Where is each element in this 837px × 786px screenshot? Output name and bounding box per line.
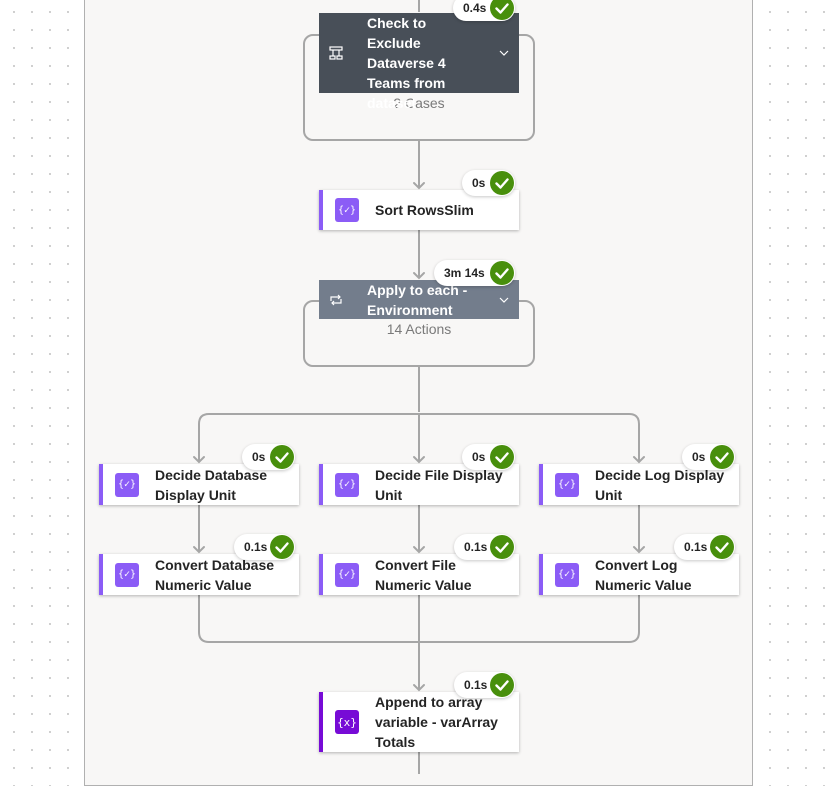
duration-label: 0s	[472, 450, 486, 464]
condition-icon	[329, 46, 343, 60]
convert-log-card[interactable]: {✓} Convert Log Numeric Value	[539, 554, 739, 595]
decide-database-card[interactable]: {✓} Decide Database Display Unit	[99, 464, 299, 505]
status-badge: 0s	[462, 170, 515, 196]
chevron-down-icon[interactable]	[497, 293, 511, 307]
status-badge: 3m 14s	[434, 260, 515, 286]
action-title: Convert File Numeric Value	[375, 556, 472, 593]
check-circle-icon	[710, 445, 734, 469]
check-circle-icon	[710, 535, 734, 559]
action-title: Sort RowsSlim	[375, 202, 474, 218]
action-title: Convert Database Numeric Value	[155, 556, 275, 593]
compose-icon: {✓}	[115, 472, 139, 497]
compose-icon: {✓}	[555, 472, 579, 497]
duration-label: 0.1s	[464, 678, 488, 692]
condition-card[interactable]: Check to Exclude Dataverse 4 Teams from …	[319, 13, 519, 111]
status-badge: 0s	[242, 444, 295, 470]
chevron-down-icon[interactable]	[497, 46, 511, 60]
compose-icon: {✓}	[115, 562, 139, 587]
check-circle-icon	[270, 445, 294, 469]
status-badge: 0s	[462, 444, 515, 470]
action-title: Decide Log Display Unit	[595, 466, 725, 503]
convert-file-card[interactable]: {✓} Convert File Numeric Value	[319, 554, 519, 595]
compose-icon: {✓}	[335, 198, 359, 222]
duration-label: 0s	[692, 450, 706, 464]
decide-file-card[interactable]: {✓} Decide File Display Unit	[319, 464, 519, 505]
check-circle-icon	[490, 673, 514, 697]
status-badge: 0.4s	[453, 0, 515, 21]
duration-label: 0.1s	[244, 540, 268, 554]
condition-title: Check to Exclude Dataverse 4 Teams from …	[367, 15, 446, 111]
loop-icon	[330, 294, 342, 305]
duration-label: 0.1s	[464, 540, 488, 554]
check-circle-icon	[490, 171, 514, 195]
action-title: Append to array variable - varArray Tota…	[375, 694, 498, 750]
check-circle-icon	[490, 0, 514, 20]
append-variable-card[interactable]: {x} Append to array variable - varArray …	[319, 692, 519, 752]
duration-label: 0.4s	[463, 1, 487, 15]
check-circle-icon	[490, 445, 514, 469]
status-badge: 0.1s	[454, 534, 515, 560]
duration-label: 0s	[252, 450, 266, 464]
check-circle-icon	[490, 261, 514, 285]
duration-label: 0.1s	[684, 540, 708, 554]
foreach-title: Apply to each - Environment	[367, 282, 468, 318]
convert-database-card[interactable]: {✓} Convert Database Numeric Value	[99, 554, 299, 595]
action-title: Decide File Display Unit	[375, 466, 503, 503]
status-badge: 0.1s	[234, 534, 295, 560]
status-badge: 0.1s	[674, 534, 735, 560]
actions-count: 14 Actions	[386, 321, 452, 337]
status-badge: 0.1s	[454, 672, 515, 698]
compose-icon: {✓}	[335, 472, 359, 497]
check-circle-icon	[270, 535, 294, 559]
duration-label: 0s	[472, 176, 486, 190]
action-title: Decide Database Display Unit	[155, 466, 268, 503]
cases-count: 2 Cases	[393, 95, 445, 111]
sort-action-card[interactable]: {✓} Sort RowsSlim	[319, 190, 519, 230]
foreach-card[interactable]: Apply to each - Environment	[319, 280, 519, 319]
check-circle-icon	[490, 535, 514, 559]
decide-log-card[interactable]: {✓} Decide Log Display Unit	[539, 464, 739, 505]
compose-icon: {✓}	[555, 562, 579, 587]
action-title: Convert Log Numeric Value	[595, 556, 692, 593]
variable-icon: {x}	[335, 710, 359, 734]
status-badge: 0s	[682, 444, 735, 470]
duration-label: 3m 14s	[444, 266, 485, 280]
compose-icon: {✓}	[335, 562, 359, 587]
